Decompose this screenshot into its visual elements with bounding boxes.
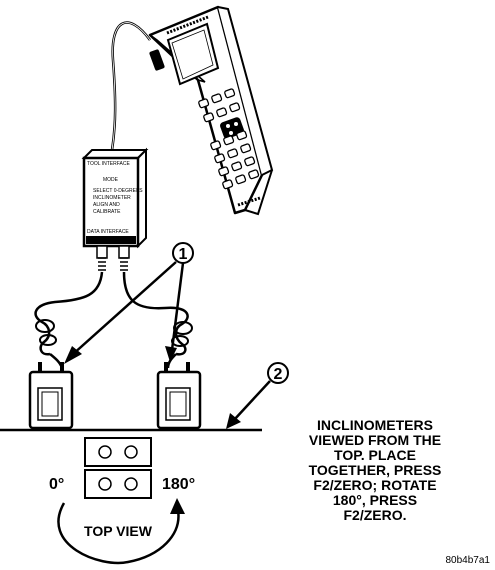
note-line: F2/ZERO; ROTATE xyxy=(313,477,436,493)
interface-module: TOOL INTERFACE MODE SELECT 0-DEGREES INC… xyxy=(81,147,149,271)
scan-tool xyxy=(148,5,274,216)
figure-code: 80b4b7a1 xyxy=(446,555,491,566)
angle-label-180: 180° xyxy=(162,476,195,493)
svg-text:INCLINOMETER: INCLINOMETER xyxy=(93,195,131,201)
note-line: VIEWED FROM THE xyxy=(309,432,441,448)
callout-1-label: 1 xyxy=(179,246,188,263)
angle-label-0: 0° xyxy=(49,476,64,493)
top-view-box-lower xyxy=(84,469,152,499)
scan-tool-screen xyxy=(166,22,220,86)
note-line: INCLINOMETERS xyxy=(317,417,433,433)
note-line: F2/ZERO. xyxy=(343,507,406,523)
svg-text:SELECT 0-DEGREES: SELECT 0-DEGREES xyxy=(93,188,143,194)
callout-2: 2 xyxy=(226,362,289,429)
top-view-box-upper xyxy=(84,437,152,467)
rotation-arrow xyxy=(57,502,180,565)
inclinometer-right xyxy=(156,362,202,430)
callout-1: 1 xyxy=(64,242,194,364)
inclinometer-cables xyxy=(34,271,193,369)
svg-text:TOOL INTERFACE: TOOL INTERFACE xyxy=(87,161,130,167)
svg-text:DATA INTERFACE: DATA INTERFACE xyxy=(87,229,129,235)
inclinometer-left xyxy=(28,362,74,430)
rotation-arrowhead xyxy=(170,498,185,514)
note-line: TOGETHER, PRESS xyxy=(309,462,442,478)
scan-tool-keypad xyxy=(198,88,260,190)
svg-text:ALIGN AND: ALIGN AND xyxy=(93,202,120,208)
scan-tool-cable xyxy=(110,21,152,151)
instruction-note: INCLINOMETERS VIEWED FROM THE TOP. PLACE… xyxy=(309,417,442,523)
top-view-label: TOP VIEW xyxy=(84,523,153,539)
svg-text:MODE: MODE xyxy=(103,177,119,183)
note-line: TOP. PLACE xyxy=(334,447,416,463)
svg-text:CALIBRATE: CALIBRATE xyxy=(93,209,121,215)
callout-2-label: 2 xyxy=(274,366,283,383)
note-line: 180°, PRESS xyxy=(333,492,417,508)
